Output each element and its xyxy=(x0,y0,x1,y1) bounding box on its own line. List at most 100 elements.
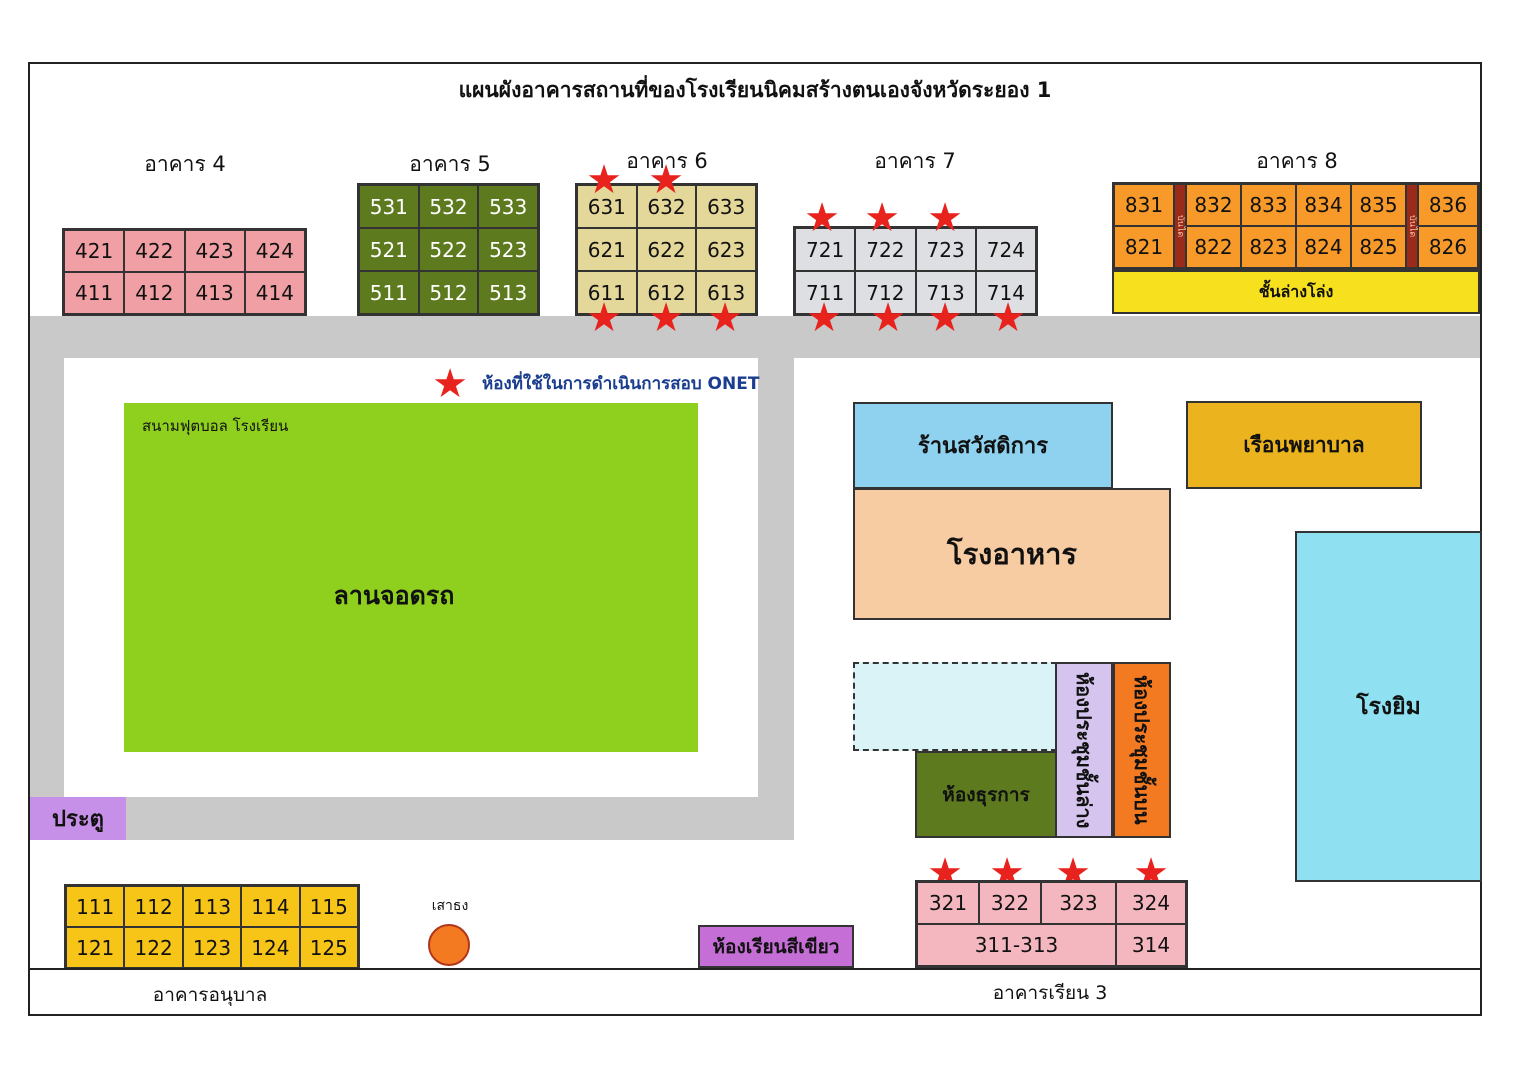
room-311-313[interactable]: 311-313 xyxy=(917,924,1116,966)
room-424[interactable]: 424 xyxy=(244,230,305,272)
onet-star-icon: ★ xyxy=(586,295,622,341)
room-521[interactable]: 521 xyxy=(359,228,419,271)
legend-label: ห้องที่ใช้ในการดำเนินการสอบ ONET xyxy=(482,374,760,394)
stair-right: บันได xyxy=(1406,184,1418,268)
meeting-room-upper[interactable]: ห้องประชุมชั้นบน xyxy=(1113,662,1171,838)
room-413[interactable]: 413 xyxy=(184,272,245,314)
room-724[interactable]: 724 xyxy=(975,228,1036,271)
business-office[interactable]: ห้องธุรการ xyxy=(915,751,1057,838)
football-field-label: สนามฟุตบอล โรงเรียน xyxy=(142,417,289,435)
canteen[interactable]: โรงอาหาร xyxy=(853,488,1171,620)
building-5-label: อาคาร 5 xyxy=(409,152,491,176)
room-721[interactable]: 721 xyxy=(795,228,856,271)
room-821[interactable]: 821 xyxy=(1114,226,1174,268)
room-522[interactable]: 522 xyxy=(418,228,479,271)
room-835[interactable]: 835 xyxy=(1351,184,1406,226)
room-826[interactable]: 826 xyxy=(1418,226,1478,268)
room-121[interactable]: 121 xyxy=(66,927,125,968)
flagpole-label: เสาธง xyxy=(431,898,469,914)
room-513[interactable]: 513 xyxy=(478,271,538,314)
room-613[interactable]: 613 xyxy=(696,271,756,314)
onet-star-icon: ★ xyxy=(864,195,900,241)
building-5: 531 532 533 521 522 523 511 512 513 xyxy=(357,183,540,316)
building-8-label: อาคาร 8 xyxy=(1256,149,1338,173)
room-631[interactable]: 631 xyxy=(577,185,637,228)
room-711[interactable]: 711 xyxy=(795,271,856,314)
room-111[interactable]: 111 xyxy=(66,886,125,927)
nurse-room[interactable]: เรือนพยาบาล xyxy=(1186,401,1422,489)
room-723[interactable]: 723 xyxy=(915,228,976,271)
room-412[interactable]: 412 xyxy=(124,272,185,314)
room-834[interactable]: 834 xyxy=(1296,184,1351,226)
room-622[interactable]: 622 xyxy=(636,228,697,271)
nurse-room-label: เรือนพยาบาล xyxy=(1243,432,1365,457)
room-822[interactable]: 822 xyxy=(1186,226,1241,268)
onet-star-icon: ★ xyxy=(648,295,684,341)
room-124[interactable]: 124 xyxy=(241,927,300,968)
room-532[interactable]: 532 xyxy=(418,185,479,228)
room-531[interactable]: 531 xyxy=(359,185,419,228)
stair-left-label: บันได xyxy=(1175,214,1185,238)
room-612[interactable]: 612 xyxy=(636,271,697,314)
green-classroom[interactable]: ห้องเรียนสีเขียว xyxy=(698,925,854,968)
room-836[interactable]: 836 xyxy=(1418,184,1478,226)
onet-star-icon: ★ xyxy=(990,295,1026,341)
room-611[interactable]: 611 xyxy=(577,271,637,314)
room-833[interactable]: 833 xyxy=(1241,184,1296,226)
room-114[interactable]: 114 xyxy=(241,886,300,927)
building-4: 421 422 423 424 411 412 413 414 xyxy=(62,228,307,316)
room-533[interactable]: 533 xyxy=(478,185,538,228)
flagpole-icon[interactable] xyxy=(428,924,470,966)
room-324[interactable]: 324 xyxy=(1116,882,1186,924)
room-623[interactable]: 623 xyxy=(696,228,756,271)
onet-star-icon: ★ xyxy=(586,157,622,203)
room-422[interactable]: 422 xyxy=(124,230,185,272)
road-middle xyxy=(758,316,794,840)
building-8: 831 บันได 832 833 834 835 บันได 836 821 … xyxy=(1112,182,1480,270)
green-classroom-label: ห้องเรียนสีเขียว xyxy=(712,935,840,958)
football-field[interactable] xyxy=(124,403,698,752)
meeting-room-lower[interactable]: ห้องประชุมชั้นล่าง xyxy=(1055,662,1113,838)
welfare-shop[interactable]: ร้านสวัสดิการ xyxy=(853,402,1113,489)
room-633[interactable]: 633 xyxy=(696,185,756,228)
room-125[interactable]: 125 xyxy=(299,927,358,968)
room-322[interactable]: 322 xyxy=(979,882,1041,924)
open-area-dashed xyxy=(853,662,1057,751)
room-632[interactable]: 632 xyxy=(636,185,697,228)
room-423[interactable]: 423 xyxy=(184,230,245,272)
room-713[interactable]: 713 xyxy=(915,271,976,314)
room-712[interactable]: 712 xyxy=(855,271,916,314)
room-113[interactable]: 113 xyxy=(182,886,242,927)
gym-label: โรงยิม xyxy=(1356,693,1421,720)
room-825[interactable]: 825 xyxy=(1351,226,1406,268)
room-824[interactable]: 824 xyxy=(1296,226,1351,268)
room-321[interactable]: 321 xyxy=(917,882,979,924)
room-314[interactable]: 314 xyxy=(1116,924,1186,966)
ground-floor-label: ชั้นล่างโล่ง xyxy=(1258,281,1334,301)
room-414[interactable]: 414 xyxy=(244,272,305,314)
room-523[interactable]: 523 xyxy=(478,228,538,271)
gym[interactable]: โรงยิม xyxy=(1295,531,1482,882)
building-7-label: อาคาร 7 xyxy=(874,149,956,173)
legend-star-icon: ★ xyxy=(432,361,468,407)
room-122[interactable]: 122 xyxy=(124,927,183,968)
room-123[interactable]: 123 xyxy=(182,927,242,968)
gate[interactable]: ประตู xyxy=(30,797,126,840)
room-831[interactable]: 831 xyxy=(1114,184,1174,226)
welfare-shop-label: ร้านสวัสดิการ xyxy=(917,434,1049,459)
room-323[interactable]: 323 xyxy=(1041,882,1116,924)
onet-star-icon: ★ xyxy=(927,195,963,241)
room-421[interactable]: 421 xyxy=(64,230,125,272)
room-512[interactable]: 512 xyxy=(418,271,479,314)
onet-star-icon: ★ xyxy=(707,295,743,341)
room-621[interactable]: 621 xyxy=(577,228,637,271)
room-714[interactable]: 714 xyxy=(975,271,1036,314)
room-112[interactable]: 112 xyxy=(124,886,183,927)
room-411[interactable]: 411 xyxy=(64,272,125,314)
room-823[interactable]: 823 xyxy=(1241,226,1296,268)
room-832[interactable]: 832 xyxy=(1186,184,1241,226)
room-115[interactable]: 115 xyxy=(299,886,358,927)
room-722[interactable]: 722 xyxy=(855,228,916,271)
building-4-label: อาคาร 4 xyxy=(144,152,226,176)
room-511[interactable]: 511 xyxy=(359,271,419,314)
